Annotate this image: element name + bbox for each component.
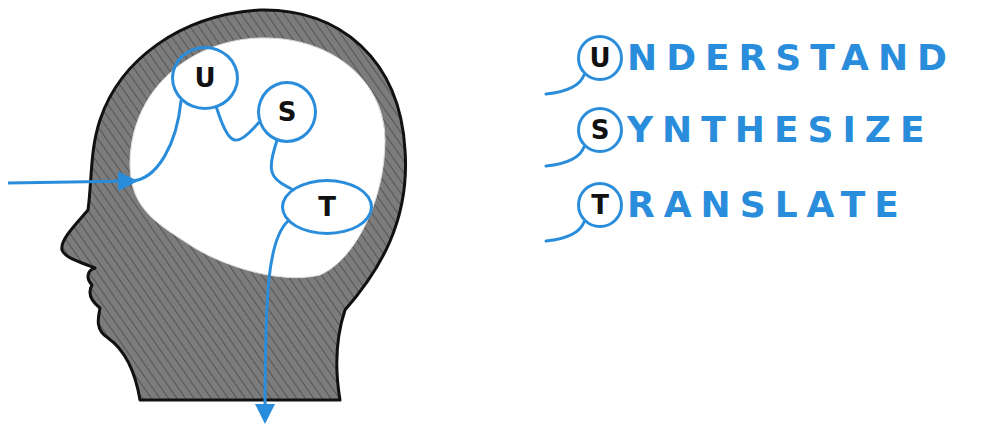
- letter-loop: U: [171, 46, 239, 110]
- output-arrow: [265, 221, 288, 420]
- step-word: YNTHESIZE: [627, 112, 934, 148]
- loop-letter: U: [194, 65, 215, 91]
- head-hatching: [62, 10, 406, 400]
- tail-swoosh: [546, 222, 584, 241]
- initial-letter: U: [577, 35, 623, 81]
- loop-connector: [217, 108, 259, 140]
- step-word: NDERSTAND: [627, 40, 956, 76]
- initial-letter: T: [577, 182, 623, 228]
- input-line: [130, 101, 181, 181]
- head-silhouette: [62, 10, 406, 400]
- letter-loop: S: [257, 81, 317, 143]
- initial-letter: S: [577, 107, 623, 153]
- brain-area: [130, 38, 385, 278]
- loop-letter: T: [318, 194, 336, 220]
- step-row: TRANSLATE: [577, 182, 908, 228]
- tail-swoosh: [546, 75, 584, 94]
- step-row: UNDERSTAND: [577, 35, 956, 81]
- tail-swoosh: [546, 147, 584, 166]
- letter-loop: T: [281, 179, 373, 235]
- loop-connector: [271, 141, 292, 189]
- step-row: SYNTHESIZE: [577, 107, 934, 153]
- step-word: RANSLATE: [627, 187, 908, 223]
- input-arrow: [8, 181, 134, 183]
- loop-letter: S: [278, 99, 297, 125]
